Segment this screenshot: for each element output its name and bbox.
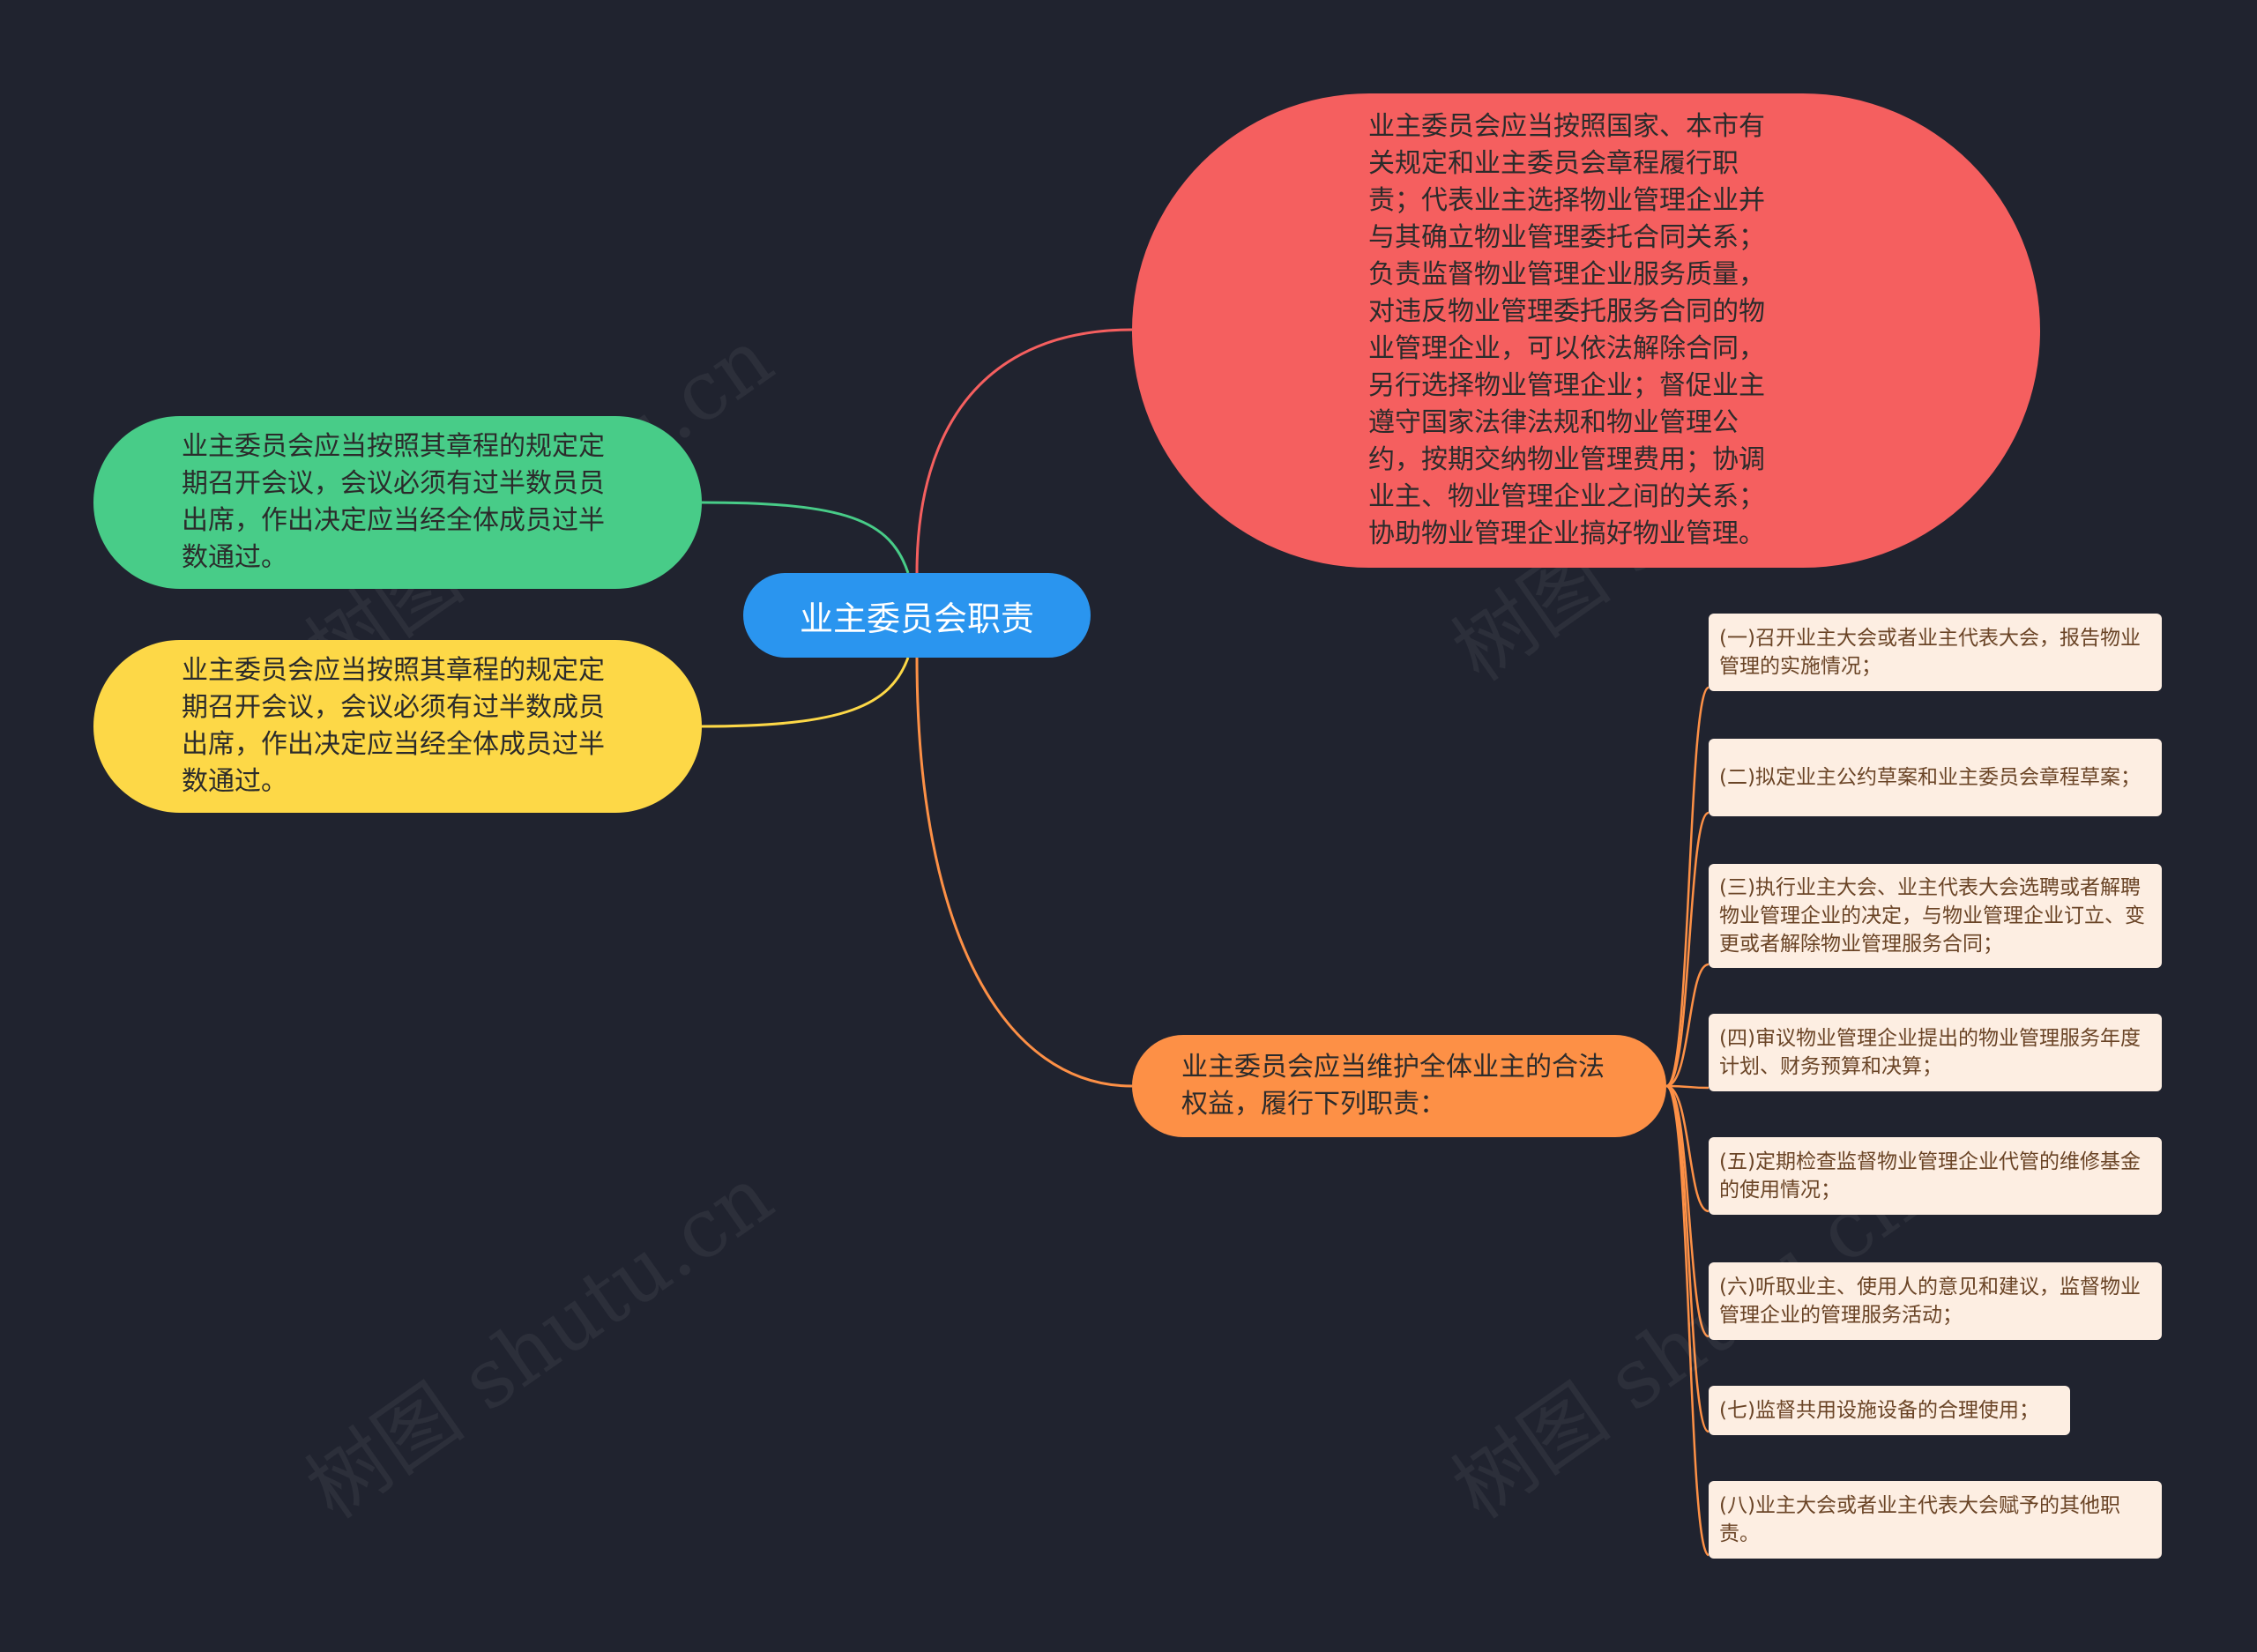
root-label: 业主委员会职责 xyxy=(799,599,1034,638)
leaf-connectors xyxy=(1665,686,1710,1557)
branch-text: 业主委员会应当按照国家、本市有关规定和业主委员会章程履行职责；代表业主选择物业管… xyxy=(1368,111,1765,549)
leaf-text: (一)召开业主大会或者业主代表大会，报告物业管理的实施情况； xyxy=(1719,627,2141,678)
leaf-item-8[interactable]: (八)业主大会或者业主代表大会赋予的其他职责。 xyxy=(1709,1481,2162,1559)
leaf-item-2[interactable]: (二)拟定业主公约草案和业主委员会章程草案； xyxy=(1709,739,2162,816)
leaf-text: (三)执行业主大会、业主代表大会选聘或者解聘物业管理企业的决定，与物业管理企业订… xyxy=(1719,876,2145,956)
leaf-connector-8 xyxy=(1665,1084,1710,1557)
leaf-item-7[interactable]: (七)监督共用设施设备的合理使用； xyxy=(1709,1386,2070,1435)
leaf-text: (七)监督共用设施设备的合理使用； xyxy=(1719,1399,2039,1422)
link-root-red xyxy=(915,328,1133,574)
leaf-item-5[interactable]: (五)定期检查监督物业管理企业代管的维修基金的使用情况； xyxy=(1709,1137,2162,1215)
link-root-yellow xyxy=(701,657,910,728)
leaf-text: (四)审议物业管理企业提出的物业管理服务年度计划、财务预算和决算； xyxy=(1719,1027,2141,1078)
leaf-item-4[interactable]: (四)审议物业管理企业提出的物业管理服务年度计划、财务预算和决算； xyxy=(1709,1014,2162,1091)
branch-meeting-rule-a[interactable]: 业主委员会应当按照其章程的规定定期召开会议，会议必须有过半数员员出席，作出决定应… xyxy=(93,416,702,589)
root-node[interactable]: 业主委员会职责 xyxy=(743,573,1091,658)
leaf-connector-6 xyxy=(1665,1084,1710,1338)
branch-meeting-rule-b[interactable]: 业主委员会应当按照其章程的规定定期召开会议，会议必须有过半数成员出席，作出决定应… xyxy=(93,640,702,813)
branch-text: 业主委员会应当按照其章程的规定定期召开会议，会议必须有过半数员员出席，作出决定应… xyxy=(182,431,605,573)
leaf-connector-3 xyxy=(1665,963,1710,1088)
branch-text: 业主委员会应当按照其章程的规定定期召开会议，会议必须有过半数成员出席，作出决定应… xyxy=(182,655,605,797)
branch-text: 业主委员会应当维护全体业主的合法权益，履行下列职责： xyxy=(1181,1052,1605,1120)
branch-duties-statute[interactable]: 业主委员会应当按照国家、本市有关规定和业主委员会章程履行职责；代表业主选择物业管… xyxy=(1132,93,2040,568)
leaf-item-6[interactable]: (六)听取业主、使用人的意见和建议，监督物业管理企业的管理服务活动； xyxy=(1709,1262,2162,1340)
link-root-green xyxy=(701,501,910,574)
leaf-text: (八)业主大会或者业主代表大会赋予的其他职责。 xyxy=(1719,1494,2120,1545)
leaf-connector-4 xyxy=(1665,1084,1710,1090)
leaf-text: (五)定期检查监督物业管理企业代管的维修基金的使用情况； xyxy=(1719,1150,2141,1202)
leaf-connector-1 xyxy=(1665,686,1710,1088)
leaf-item-1[interactable]: (一)召开业主大会或者业主代表大会，报告物业管理的实施情况； xyxy=(1709,614,2162,691)
leaf-connector-5 xyxy=(1665,1084,1710,1213)
leaf-connector-2 xyxy=(1665,811,1710,1088)
leaf-item-3[interactable]: (三)执行业主大会、业主代表大会选聘或者解聘物业管理企业的决定，与物业管理企业订… xyxy=(1709,864,2162,968)
branch-rights-protection[interactable]: 业主委员会应当维护全体业主的合法权益，履行下列职责： xyxy=(1132,1035,1666,1137)
leaf-text: (六)听取业主、使用人的意见和建议，监督物业管理企业的管理服务活动； xyxy=(1719,1276,2141,1327)
link-root-orange xyxy=(915,657,1133,1088)
leaf-text: (二)拟定业主公约草案和业主委员会章程草案； xyxy=(1719,766,2141,789)
